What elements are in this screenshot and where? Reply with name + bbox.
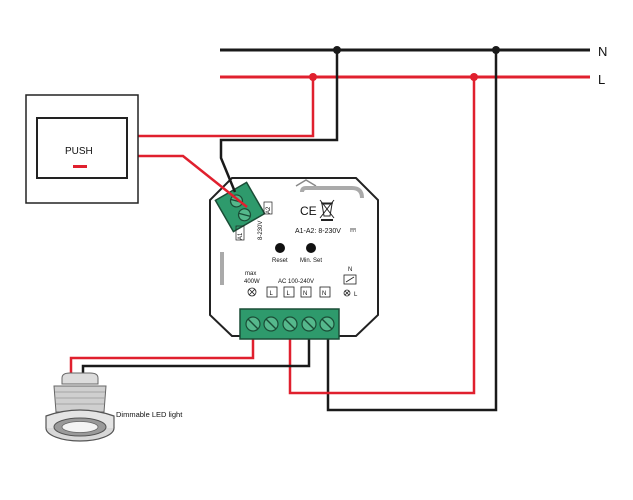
line-rail-label: L xyxy=(598,72,605,87)
neutral-drop-wire xyxy=(326,50,498,412)
output-terminal-label-n2: N xyxy=(322,291,326,297)
min-set-button[interactable] xyxy=(306,243,316,253)
led-lamp xyxy=(45,372,115,442)
terminal-screw-icon xyxy=(245,316,261,332)
lamp-live-wire xyxy=(69,330,255,380)
dc-symbol-icon xyxy=(350,228,356,232)
reset-label: Reset xyxy=(272,258,288,264)
output-terminal-label-n1: N xyxy=(303,291,307,297)
switch-to-a1-wire xyxy=(138,154,248,208)
ground-symbol-icon xyxy=(343,289,351,297)
input-voltage-vertical-label: 8-230V xyxy=(258,221,264,240)
terminal-screw-icon xyxy=(263,316,279,332)
push-switch-label: PUSH xyxy=(65,146,93,157)
lamp-label: Dimmable LED light xyxy=(116,410,183,419)
output-terminal-label-l1: L xyxy=(270,291,274,297)
dimmer-symbol-icon xyxy=(343,274,357,285)
terminal-screw-icon xyxy=(301,316,317,332)
ce-mark: CE xyxy=(300,204,317,218)
max-power-label: max xyxy=(245,271,256,277)
weee-bin-icon xyxy=(319,199,335,221)
terminal-screw-icon xyxy=(319,316,335,332)
output-terminal-label-l2: L xyxy=(287,291,291,297)
input-spec-text: A1-A2: 8-230V xyxy=(295,228,341,235)
push-indicator-icon xyxy=(73,165,87,168)
module-bevel-top xyxy=(300,186,364,199)
terminal-screw-icon xyxy=(282,316,298,332)
min-set-label: Min. Set xyxy=(300,258,322,264)
neutral-junction-dot xyxy=(333,46,341,54)
input-terminal-label-a2: A2 xyxy=(266,206,272,214)
lamp-symbol-icon xyxy=(247,287,257,297)
neutral-symbol-label: N xyxy=(348,267,352,273)
neutral-rail-label: N xyxy=(598,44,607,59)
max-power-value: 400W xyxy=(244,279,260,285)
neutral-to-a2-wire xyxy=(219,50,339,193)
output-terminal-block xyxy=(239,308,340,340)
module-top-notch xyxy=(295,179,317,187)
right-line-label: L xyxy=(354,292,358,298)
ac-voltage-label: AC 100-240V xyxy=(278,279,314,285)
input-terminal-label-a1: A1 xyxy=(238,232,244,240)
reset-button[interactable] xyxy=(275,243,285,253)
line-junction-dot xyxy=(470,73,478,81)
switch-line-wire xyxy=(138,77,315,138)
neutral-junction-dot xyxy=(492,46,500,54)
line-junction-dot xyxy=(309,73,317,81)
line-drop-wire xyxy=(288,77,476,395)
push-switch[interactable]: PUSH xyxy=(25,94,139,204)
